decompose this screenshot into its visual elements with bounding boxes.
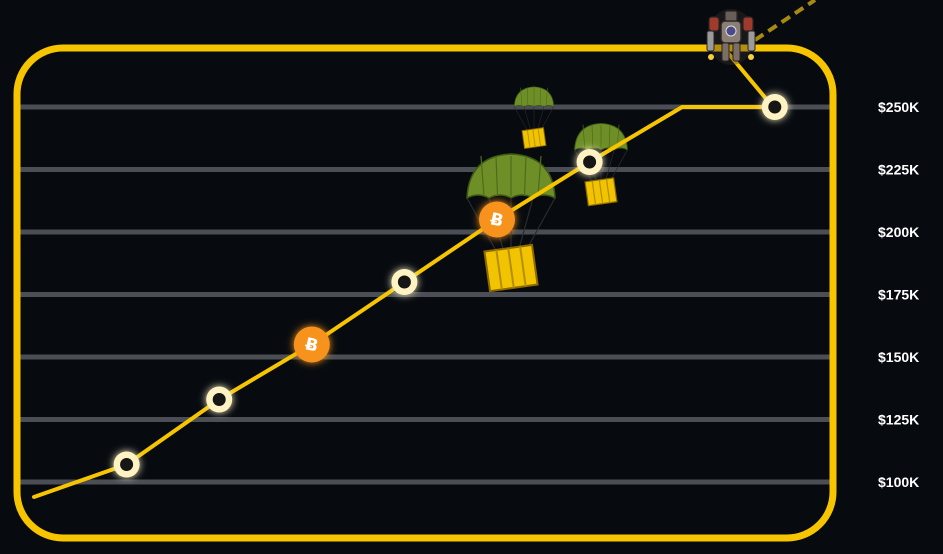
- crate-slat: [507, 248, 515, 288]
- chart-frame: [13, 44, 837, 542]
- series-line: [32, 105, 777, 499]
- parachute-cord: [523, 106, 531, 131]
- robot-head: [724, 10, 738, 22]
- crate-slat: [526, 129, 531, 148]
- y-tick-label: $150K: [878, 349, 919, 365]
- series-projection-dashed: [753, 0, 817, 42]
- bitcoin-symbol: Ƀ: [303, 334, 320, 356]
- robot-right-arm: [747, 30, 756, 52]
- marker-core: [212, 393, 226, 406]
- parachute-seam: [537, 155, 542, 197]
- parachute-seam: [591, 124, 594, 149]
- data-point-marker: [206, 386, 233, 413]
- parachute-seam: [545, 87, 548, 106]
- parachute-cord: [540, 106, 555, 131]
- crate-slat: [605, 178, 611, 203]
- bitcoin-icon: [479, 201, 515, 238]
- supply-drop-large: [466, 153, 556, 293]
- data-point-marker: [391, 269, 418, 295]
- crate-slat: [495, 249, 503, 290]
- decorations: [466, 86, 628, 293]
- data-point-marker: [576, 149, 603, 175]
- marker-core: [397, 275, 411, 289]
- crate-slat: [537, 128, 542, 147]
- robot-layer: [706, 9, 756, 65]
- parachute-cord: [609, 149, 628, 182]
- y-tick-label: $250K: [878, 99, 919, 115]
- bitcoin-icon: [293, 326, 330, 363]
- grid-lines: [17, 104, 830, 485]
- crate-slat: [519, 246, 527, 287]
- marker-core: [583, 155, 597, 169]
- parachute-cord: [537, 106, 545, 131]
- parachute-cord: [605, 149, 615, 182]
- parachute-cord: [525, 197, 556, 251]
- robot-right-leg: [732, 42, 741, 62]
- bitcoin-marker: Ƀ: [293, 326, 330, 363]
- robot-left-arm: [706, 30, 715, 52]
- y-tick-label: $225K: [878, 162, 919, 178]
- parachute-seam: [526, 87, 529, 106]
- crate-slat: [532, 129, 536, 148]
- data-point-markers: ɃɃ: [113, 94, 788, 478]
- y-axis-tick-labels: $250K $225K $200K $175K $150K $125K $100K: [878, 99, 919, 490]
- crate-slat: [598, 179, 604, 204]
- series-line-layer: [32, 0, 817, 499]
- parachute-seam: [539, 87, 542, 106]
- robot-left-leg: [721, 42, 730, 62]
- robot-right-shoulder: [742, 16, 754, 32]
- bitcoin-symbol: Ƀ: [488, 209, 505, 231]
- parachute-seam: [608, 124, 611, 149]
- y-tick-label: $100K: [878, 474, 919, 490]
- crate-icon: [483, 243, 539, 293]
- robot-thruster-left: [708, 54, 714, 60]
- robot-core: [725, 25, 737, 37]
- marker-core: [768, 100, 782, 114]
- parachute-seam: [582, 124, 586, 149]
- data-point-marker: [761, 94, 788, 120]
- parachute-seam: [480, 155, 485, 197]
- robot-thruster-right: [748, 54, 754, 60]
- parachute-seam: [520, 87, 523, 106]
- bitcoin-marker: Ƀ: [479, 201, 515, 238]
- robot-icon: [706, 9, 756, 65]
- parachute-cord: [513, 106, 528, 131]
- parachute-cord: [518, 197, 534, 251]
- parachute-seam: [495, 155, 499, 197]
- y-tick-label: $125K: [878, 412, 919, 428]
- data-point-marker: [113, 451, 140, 478]
- crate-icon: [521, 127, 547, 150]
- y-tick-label: $200K: [878, 224, 919, 240]
- marker-core: [120, 458, 134, 471]
- supply-drop-small-left: [513, 86, 555, 150]
- parachute-seam: [523, 155, 527, 197]
- crate-icon: [584, 177, 618, 207]
- y-tick-label: $175K: [878, 287, 919, 303]
- crate-slat: [591, 180, 597, 205]
- robot-left-shoulder: [708, 16, 720, 32]
